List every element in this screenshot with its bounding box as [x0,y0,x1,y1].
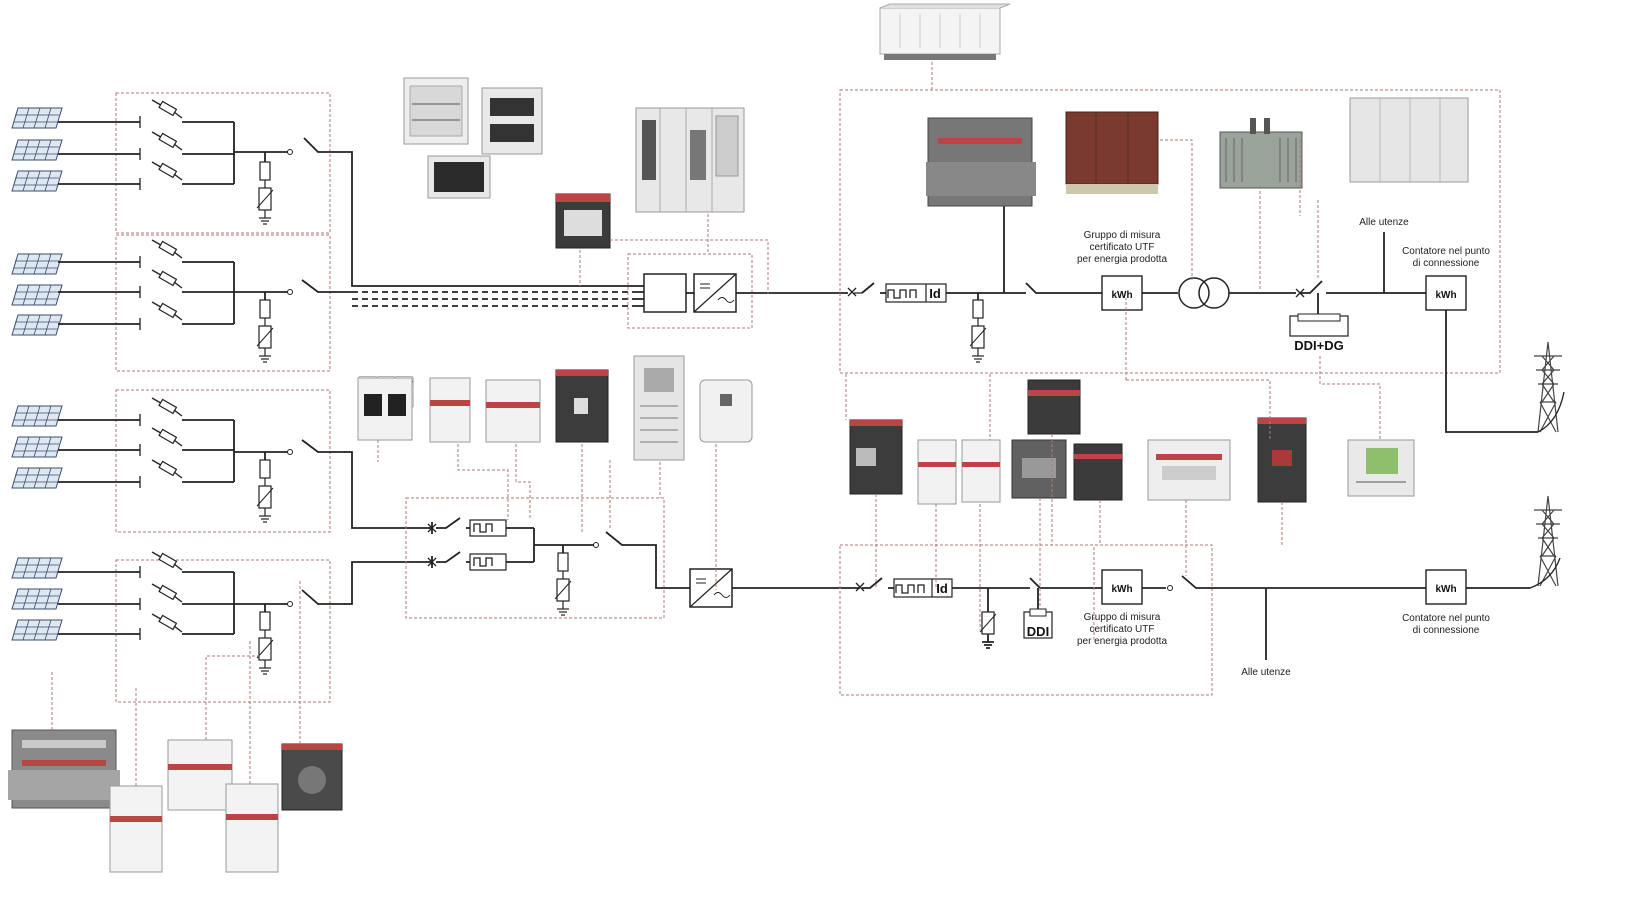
inverter-panel-icon [633,355,685,461]
solar-panel-icon [11,405,63,427]
lv-measure-text-3: per energia prodotta [1077,636,1168,647]
mv-connection-meter-label: kWh [1435,290,1456,301]
lv-texts: Gruppo di misura certificato UTF per ene… [1077,612,1490,678]
mv-texts: Gruppo di misura certificato UTF per ene… [1077,217,1490,269]
lv-residual-current-label: Id [936,581,948,596]
transmission-tower-icon [1533,341,1563,433]
residual-current-label: Id [929,286,941,301]
protection-relay-icon [1347,439,1415,497]
mv-switchgear-icon [1349,97,1469,183]
transformer-substation-icon [879,3,1011,60]
interface-relay-icon [1073,443,1123,501]
lv-loads-text: Alle utenze [1241,667,1291,678]
lv-measure-text-2: certificato UTF [1089,624,1154,635]
rotary-switch-icon [281,743,343,811]
solar-panel-icon [11,139,63,161]
mv-section-box [839,89,1501,374]
lv-section-box [839,544,1213,696]
mv-measure-text-2: certificato UTF [1089,242,1154,253]
solar-panel-icon [11,284,63,306]
lv-switch-icon [1257,417,1307,503]
lv-measure-text-1: Gruppo di misura [1084,612,1161,623]
solar-panel-icon [11,436,63,458]
solar-panel-icon [11,557,63,579]
dc-fuse-holder-icon [429,377,471,443]
transmission-tower-icon [1533,495,1563,587]
switch-disconnector-icon [8,729,120,809]
overhead-line [1529,391,1565,589]
surge-protector-icon [917,439,957,505]
fuse-disconnector-icon [109,785,163,873]
oil-transformer-icon [1219,118,1303,189]
lv-connection-text-2: di connessione [1413,625,1480,636]
mv-meter-label: kWh [1111,290,1132,301]
lv-circuit: Id DDI kWh kWh [855,569,1530,660]
resin-transformer-icon [1065,111,1159,194]
solar-panel-icon [11,467,63,489]
mv-connection-text-1: Contatore nel punto [1402,246,1490,257]
surge-protector-icon [485,379,541,443]
relay-icon [1027,379,1081,435]
lv-connection-text-1: Contatore nel punto [1402,613,1490,624]
mv-loads-text: Alle utenze [1359,217,1409,228]
string-boxes [115,92,331,703]
mv-measure-text-1: Gruppo di misura [1084,230,1161,241]
interface-protection-mv-label: DDI+DG [1294,338,1343,353]
interface-protection-lv-label: DDI [1027,624,1049,639]
mv-connection-text-2: di connessione [1413,258,1480,269]
lv-breaker-icon [849,419,903,495]
monitoring-relay-icon [555,193,611,249]
solar-panel-icon [11,107,63,129]
fuse-holder-icon [961,439,1001,503]
molded-case-breaker-icon [555,369,609,443]
lv-connection-meter-label: kWh [1435,584,1456,595]
mv-measure-text-3: per energia prodotta [1077,254,1168,265]
dc-parallel-box [405,497,690,619]
solar-panel-icon [11,314,63,336]
product-images [8,3,1469,873]
solar-panel-icon [11,619,63,641]
mv-switch-icon [926,117,1036,207]
inverter-cabinet-icon [635,107,745,213]
energy-meter-icon [1147,439,1231,501]
fuse-disconnector-icon [225,783,279,873]
solar-panel-icon [11,588,63,610]
string-circuits [58,99,632,675]
lv-meter-label: kWh [1111,584,1132,595]
solar-panel-icon [11,253,63,275]
surge-protector-icon [167,739,233,811]
mv-circuit: Id kWh DDI+DG kWh [847,200,1538,433]
contactor-icon [1011,439,1067,499]
inverter-bottom [689,568,860,608]
transformer-symbol-icon [1178,277,1210,309]
string-inverter-icon [699,379,753,443]
dc-breaker-icon [357,377,413,441]
inverter-top [627,253,848,329]
distribution-board-icon [403,77,543,199]
pv-array [11,107,63,641]
solar-panel-icon [11,170,63,192]
